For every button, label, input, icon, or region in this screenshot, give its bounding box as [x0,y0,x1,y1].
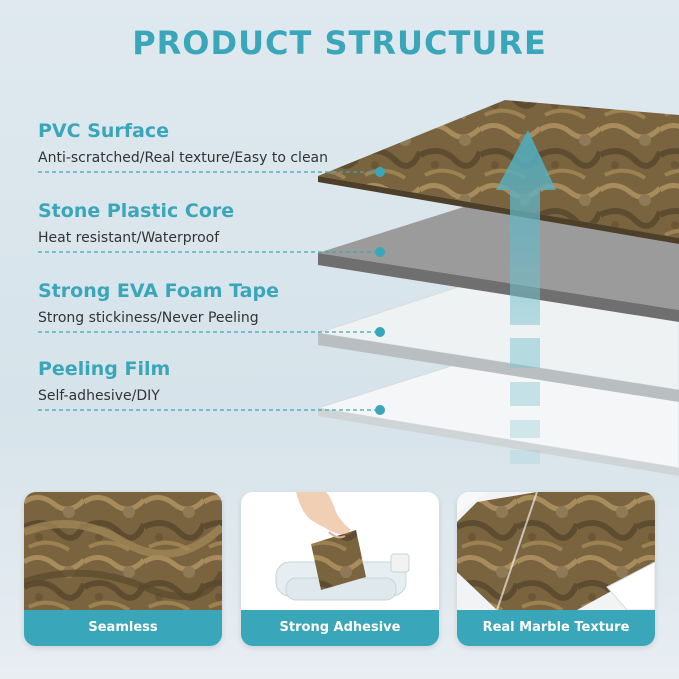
layer-label-peeling-film: Peeling Film Self-adhesive/DIY [38,358,170,404]
hand-peeling-tile-image [241,492,439,610]
layer-desc: Heat resistant/Waterproof [38,230,220,246]
layer-desc: Self-adhesive/DIY [38,388,160,404]
layer-name: Peeling Film [38,358,171,380]
layer-name: Strong EVA Foam Tape [38,280,279,302]
layer-label-eva-foam-tape: Strong EVA Foam Tape Strong stickiness/N… [38,280,279,326]
page-title: PRODUCT STRUCTURE [132,24,547,62]
layer-name: Stone Plastic Core [38,200,235,222]
layer-name: PVC Surface [38,120,170,142]
feature-card-real-marble-texture: Real Marble Texture [457,492,655,646]
feature-label: Seamless [24,610,222,646]
up-arrow-icon [496,130,556,464]
layer-pvc-surface [318,100,679,244]
layer-desc: Strong stickiness/Never Peeling [38,310,259,326]
feature-card-strong-adhesive: Strong Adhesive [241,492,439,646]
layer-label-pvc-surface: PVC Surface Anti-scratched/Real texture/… [38,120,328,166]
layer-desc: Anti-scratched/Real texture/Easy to clea… [38,150,329,166]
marble-texture-image [24,492,222,610]
pointer-dots [375,167,385,415]
layer-eva-foam-tape [317,282,679,402]
feature-label: Real Marble Texture [457,610,655,646]
layer-diagram [38,100,679,476]
feature-card-seamless: Seamless [24,492,222,646]
pointer-lines [38,171,378,411]
layer-label-stone-plastic-core: Stone Plastic Core Heat resistant/Waterp… [38,200,234,246]
marble-wall-image [457,492,655,610]
feature-label: Strong Adhesive [241,610,439,646]
layer-stone-plastic-core [318,205,679,322]
